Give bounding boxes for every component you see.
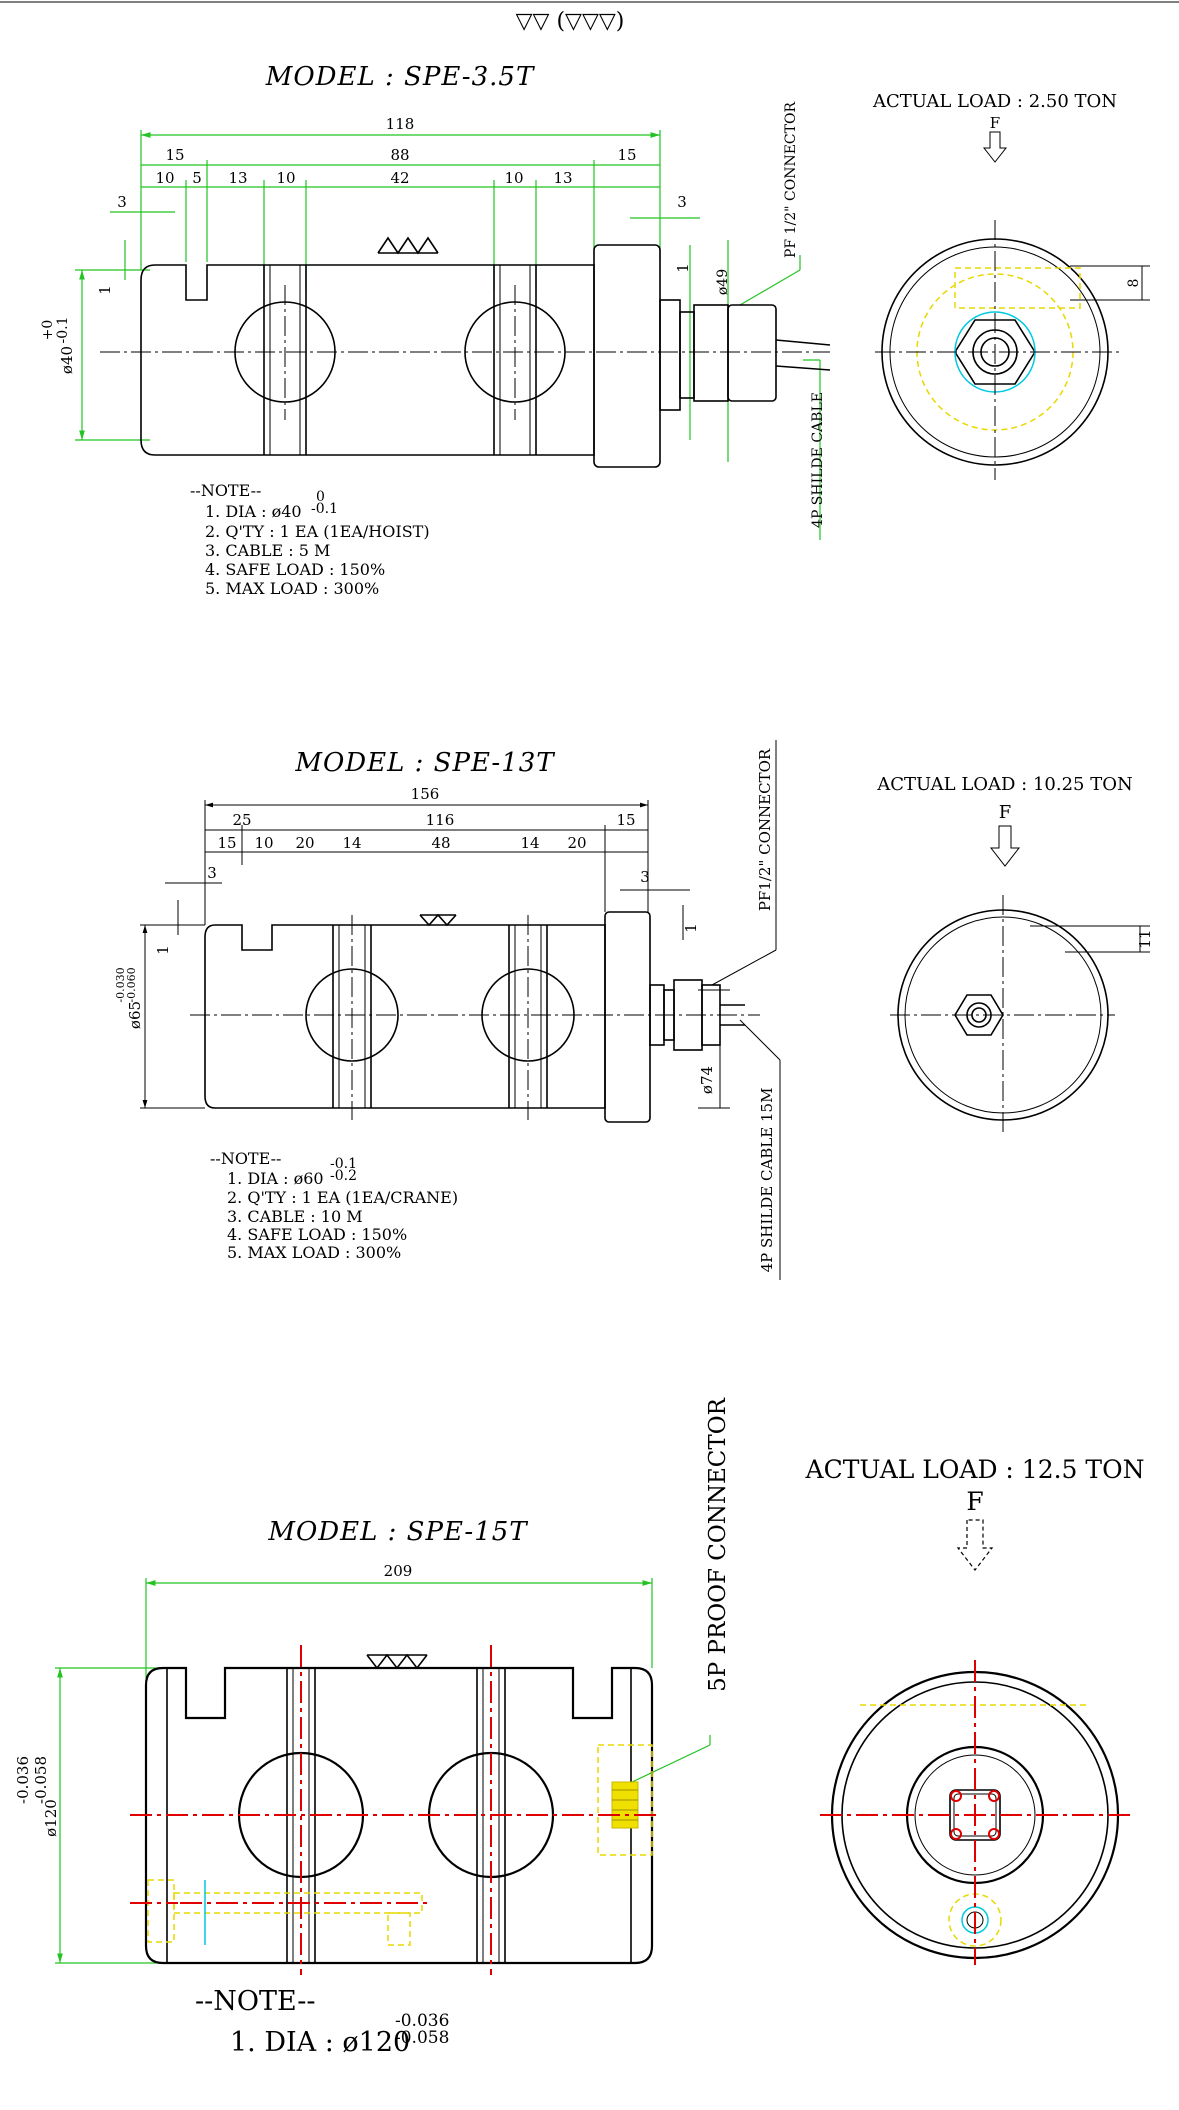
note-max-load: 5. MAX LOAD : 300%: [205, 579, 379, 598]
dim-right-step-height: 1: [674, 263, 692, 273]
dimension-lines: [55, 1578, 711, 1964]
note-header: --NOTE--: [210, 1149, 281, 1168]
dim-d4: 14: [342, 834, 361, 852]
cable-label: 4P SHILDE CABLE 15M: [758, 1088, 776, 1273]
dim-d2: 5: [192, 169, 202, 187]
force-label: F: [966, 1487, 983, 1516]
end-view: ACTUAL LOAD : 12.5 TON F: [805, 1455, 1145, 1965]
note-dia-tol-upper: 0: [316, 489, 325, 505]
dim-right: 15: [617, 146, 636, 164]
note-safe-load: 4. SAFE LOAD : 150%: [227, 1225, 407, 1244]
note-dia: 1. DIA : ø60: [227, 1169, 324, 1188]
dim-overall: 209: [384, 1562, 413, 1580]
dim-left-step: 3: [117, 193, 127, 211]
force-label: F: [999, 802, 1012, 823]
dim-side: 11: [1136, 929, 1154, 948]
note-dia: 1. DIA : ø40: [205, 502, 302, 521]
note-qty: 2. Q'TY : 1 EA (1EA/HOIST): [205, 522, 430, 541]
end-view: ACTUAL LOAD : 2.50 TON F 8: [872, 91, 1150, 480]
dim-d5: 42: [390, 169, 409, 187]
note-dia-tol-lower: -0.058: [395, 2028, 449, 2048]
dim-dia: ø40: [58, 346, 76, 374]
note-qty: 2. Q'TY : 1 EA (1EA/CRANE): [227, 1188, 458, 1207]
model-title: MODEL : SPE-13T: [294, 748, 555, 778]
dim-tol-upper: -0.036: [14, 1756, 32, 1804]
note-dia-tol-upper: -0.1: [330, 1156, 357, 1172]
dim-step-height: 1: [154, 945, 172, 955]
dim-left: 15: [165, 146, 184, 164]
end-view: ACTUAL LOAD : 10.25 TON F 11: [876, 774, 1154, 1135]
note-cable: 3. CABLE : 5 M: [205, 541, 330, 560]
dim-d7: 13: [553, 169, 572, 187]
force-arrow-icon: [982, 131, 1008, 163]
dim-d6: 14: [520, 834, 539, 852]
dim-d1: 15: [217, 834, 236, 852]
dim-overall: 156: [411, 785, 440, 803]
note-max-load: 5. MAX LOAD : 300%: [227, 1243, 401, 1262]
dimension-lines: [140, 740, 781, 1280]
note-header: --NOTE--: [190, 481, 261, 500]
dim-d3: 20: [295, 834, 314, 852]
dim-flange-dia: ø49: [715, 269, 731, 295]
model-title: MODEL : SPE-15T: [267, 1517, 528, 1547]
note-safe-load: 4. SAFE LOAD : 150%: [205, 560, 385, 579]
connector-label: 5P PROOF CONNECTOR: [705, 1397, 731, 1691]
load-pin-body: [130, 1645, 660, 1975]
dim-tol-lower: -0.060: [125, 967, 138, 1002]
force-arrow-icon: [956, 1519, 994, 1571]
note-cable: 3. CABLE : 10 M: [227, 1207, 363, 1226]
actual-load: ACTUAL LOAD : 12.5 TON: [805, 1455, 1145, 1484]
note-dia-tol-lower: -0.2: [330, 1168, 357, 1184]
force-arrow-icon: [989, 825, 1021, 867]
note-dia-tol-upper: -0.036: [395, 2011, 449, 2031]
dim-d6: 10: [504, 169, 523, 187]
load-pin-body: [100, 236, 831, 468]
actual-load: ACTUAL LOAD : 10.25 TON: [876, 774, 1132, 795]
dim-tol-upper: +0: [40, 320, 56, 341]
dim-step-height: 1: [96, 285, 114, 295]
dim-dia: ø120: [42, 1799, 60, 1837]
force-label: F: [990, 114, 1000, 132]
dim-right: 15: [616, 811, 635, 829]
dim-dia: ø65: [126, 1001, 144, 1029]
notes-block: --NOTE-- 1. DIA : ø120 -0.036 -0.058: [195, 1986, 449, 2058]
note-dia: 1. DIA : ø120: [230, 2027, 410, 2058]
dim-middle: 88: [390, 146, 409, 164]
dim-right-step: 3: [640, 868, 650, 886]
drawing-spe-3-5t: MODEL : SPE-3.5T: [40, 62, 1150, 598]
dim-left-step: 3: [207, 864, 217, 882]
dim-tol-lower: -0.1: [55, 317, 71, 344]
dim-tol-lower: -0.058: [32, 1756, 50, 1804]
dim-d5: 48: [431, 834, 450, 852]
dim-d3: 13: [228, 169, 247, 187]
dim-flange-dia: ø74: [698, 1066, 716, 1094]
drawing-spe-15t: MODEL : SPE-15T 209 ø120 -0.036 -0.058: [14, 1397, 1144, 2058]
connector-label: PF1/2" CONNECTOR: [756, 748, 774, 911]
notes-block: --NOTE-- 1. DIA : ø40 0 -0.1 2. Q'TY : 1…: [190, 481, 430, 598]
load-pin-body: [190, 911, 760, 1123]
actual-load: ACTUAL LOAD : 2.50 TON: [872, 91, 1117, 112]
dim-d1: 10: [155, 169, 174, 187]
dim-side: 8: [1126, 279, 1142, 288]
notes-block: --NOTE-- 1. DIA : ø60 -0.1 -0.2 2. Q'TY …: [210, 1149, 458, 1262]
model-title: MODEL : SPE-3.5T: [265, 62, 535, 92]
surface-finish-symbol: ▽▽ (▽▽▽): [516, 9, 625, 34]
dim-d7: 20: [567, 834, 586, 852]
dim-overall: 118: [386, 115, 415, 133]
note-header: --NOTE--: [195, 1986, 315, 2017]
drawing-spe-13t: MODEL : SPE-13T 156 25 116: [114, 740, 1154, 1280]
connector-label: PF 1/2" CONNECTOR: [783, 102, 799, 258]
dim-tol-upper: -0.030: [114, 967, 127, 1002]
dimension-lines: [75, 130, 821, 540]
dim-right-step: 3: [677, 193, 687, 211]
cable-label: 4P SHILDE CABLE: [810, 392, 826, 528]
dim-d2: 10: [254, 834, 273, 852]
dim-d4: 10: [276, 169, 295, 187]
dim-left: 25: [232, 811, 251, 829]
dim-right-step-height: 1: [682, 923, 700, 933]
dim-middle: 116: [426, 811, 455, 829]
note-dia-tol-lower: -0.1: [311, 501, 338, 517]
